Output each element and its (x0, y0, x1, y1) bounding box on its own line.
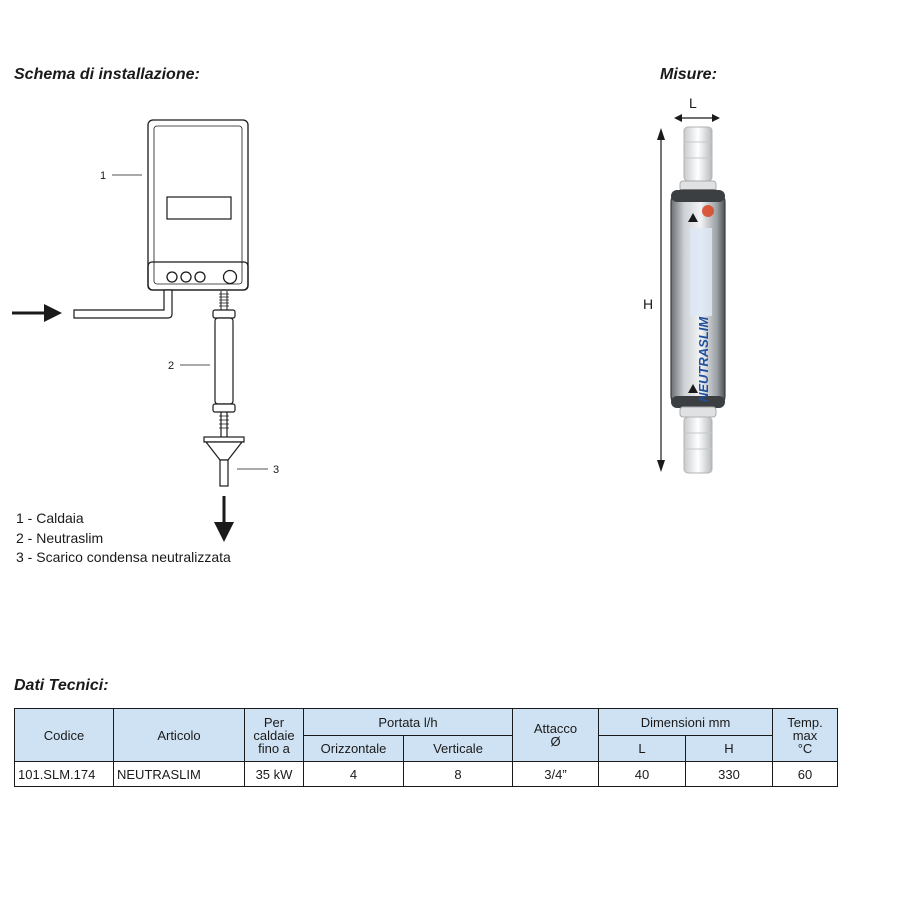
header-codice: Codice (14, 708, 114, 762)
legend-item: 3 - Scarico condensa neutralizzata (16, 549, 231, 565)
header-temp-line: Temp. (787, 714, 823, 730)
header-per-caldaie: Per caldaie fino a (244, 708, 304, 762)
dimension-l: L (674, 95, 720, 122)
dimension-l-label: L (689, 95, 697, 111)
header-dimensioni: Dimensioni mm (598, 708, 773, 736)
product-illustration: NEUTRASLIM (670, 126, 726, 474)
dimension-h-label: H (643, 296, 653, 312)
cell-codice: 101.SLM.174 (14, 761, 114, 787)
callout-2: 2 (168, 360, 210, 372)
legend-item: 1 - Caldaia (16, 510, 84, 526)
header-per-caldaie-line: fino a (258, 740, 290, 756)
misure-heading: Misure: (660, 66, 717, 83)
drain-arrow (214, 496, 234, 542)
installation-diagram: 1 2 3 NEUTRASLIM L (12, 95, 726, 542)
dimension-h: H (643, 128, 665, 472)
cell-dim-h: 330 (685, 761, 773, 787)
header-temp-line: max (792, 727, 818, 743)
cell-verticale: 8 (403, 761, 513, 787)
callout-3-number: 3 (273, 464, 279, 476)
header-dim-l: L (598, 735, 686, 762)
header-dim-h: H (685, 735, 773, 762)
header-orizzontale: Orizzontale (303, 735, 404, 762)
header-temp: Temp. max °C (772, 708, 838, 762)
cell-potenza: 35 kW (244, 761, 304, 787)
diagram-legend: 1 - Caldaia 2 - Neutraslim 3 - Scarico c… (16, 509, 231, 568)
schema-heading: Schema di installazione: (14, 66, 200, 83)
inlet-arrow (12, 304, 62, 322)
cell-dim-l: 40 (598, 761, 686, 787)
technical-data-table: Codice Articolo Per caldaie fino a Porta… (14, 708, 838, 787)
cell-orizzontale: 4 (303, 761, 404, 787)
table-row: 101.SLM.174 NEUTRASLIM 35 kW 4 8 3/4” 40… (14, 761, 838, 787)
callout-2-number: 2 (168, 360, 174, 372)
header-portata: Portata l/h (303, 708, 513, 736)
header-attacco-line: Attacco (533, 721, 578, 736)
header-temp-line: °C (797, 740, 813, 756)
header-attacco: Attacco Ø (512, 708, 599, 762)
threaded-connector (219, 291, 229, 310)
cell-temp: 60 (772, 761, 838, 787)
cell-attacco: 3/4” (512, 761, 599, 787)
callout-1: 1 (100, 170, 142, 182)
header-per-caldaie-line: caldaie (253, 727, 295, 743)
cell-articolo: NEUTRASLIM (113, 761, 245, 787)
header-attacco-line: Ø (550, 734, 561, 749)
product-brand-label: NEUTRASLIM (696, 316, 711, 402)
callout-1-number: 1 (100, 170, 106, 182)
boiler-drawing (147, 119, 249, 291)
header-per-caldaie-line: Per (263, 714, 285, 730)
neutraslim-schematic (212, 309, 236, 437)
dati-tecnici-heading: Dati Tecnici: (14, 677, 109, 694)
legend-item: 2 - Neutraslim (16, 529, 104, 546)
drain-funnel (203, 436, 245, 487)
callout-3: 3 (237, 464, 279, 476)
header-verticale: Verticale (403, 735, 513, 762)
header-articolo: Articolo (113, 708, 245, 762)
inlet-pipe (73, 289, 173, 319)
